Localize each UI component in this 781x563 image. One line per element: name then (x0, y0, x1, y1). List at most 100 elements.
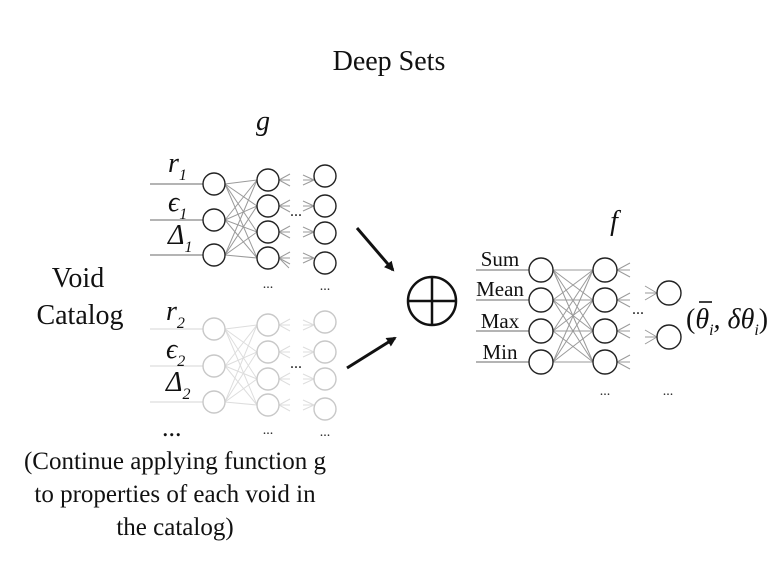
g1-node-layer-2 (256, 194, 280, 218)
g2-edge-stub (302, 351, 315, 358)
g1-edge-stub (278, 179, 291, 187)
catalog-label-line-1: Void (52, 263, 104, 294)
f-function-label: f (610, 206, 621, 237)
g2-edge (224, 328, 258, 380)
f-edge-stub (644, 329, 658, 338)
output-theta-bar: θ (695, 304, 709, 335)
f-edge-stub (616, 299, 631, 308)
void2-input-r-symbol: r (166, 296, 177, 327)
void2-input-delta-symbol: Δ (165, 367, 182, 398)
g1-ellipsis: ... (290, 203, 302, 220)
aggregation-sum: Sum (481, 247, 520, 271)
g1-edge-stub (302, 174, 315, 181)
f-ellipsis: ... (600, 384, 611, 399)
g1-edge (224, 219, 258, 233)
void2-input-r: r2 (166, 296, 185, 332)
g2-edge-stub (278, 318, 291, 326)
f-edge-stub (644, 292, 658, 301)
g2-edge-stub (278, 351, 291, 359)
g1-node-layer-3 (313, 251, 337, 275)
void1-input-r-symbol: r (168, 148, 179, 179)
arrow-from-void2 (346, 336, 397, 370)
g2-node-layer-2 (256, 393, 280, 417)
f-edge-stub (644, 336, 658, 345)
void1-input-delta-symbol: Δ (167, 220, 184, 251)
f-node-layer-2 (592, 257, 618, 283)
f-edge-stub (616, 323, 631, 332)
g2-edge (224, 401, 258, 406)
f-node-layer-1 (528, 257, 554, 283)
g1-edge (224, 179, 258, 185)
f-node-output (656, 280, 682, 306)
g2-node-layer-3 (313, 367, 337, 391)
g1-edge-stub (278, 251, 291, 259)
g2-edge-stub (302, 346, 315, 353)
g1-edge (224, 183, 258, 233)
void1-input-delta-subscript: 1 (184, 239, 192, 256)
f-edge (552, 269, 594, 332)
output-label: (θi, δθi) (686, 304, 768, 339)
output-theta-sub: i (709, 322, 713, 339)
g1-edge-stub (302, 200, 315, 207)
g1-node-layer-2 (256, 168, 280, 192)
g2-edge-stub (302, 399, 315, 406)
void1-input-epsilon-symbol: ϵ (168, 187, 181, 218)
g2-node-layer-1 (202, 317, 226, 341)
void1-input-r: r1 (168, 148, 187, 184)
caption-line-3: the catalog) (116, 514, 234, 541)
f-edge (552, 299, 594, 363)
output-comma-delta-theta: , δθ (714, 304, 755, 335)
g2-ellipsis: ... (263, 423, 274, 438)
f-node-layer-2 (592, 287, 618, 313)
g1-node-layer-3 (313, 164, 337, 188)
g2-node-layer-3 (313, 397, 337, 421)
g2-node-layer-1 (202, 390, 226, 414)
f-ellipsis: ... (663, 384, 674, 399)
f-node-layer-2 (592, 349, 618, 375)
g2-edge (224, 324, 258, 403)
f-edge (552, 330, 594, 363)
caption-line-1: (Continue applying function g (23, 448, 327, 475)
g1-edge-stub (302, 226, 315, 233)
network-g-void-2: ......... (150, 310, 337, 440)
g1-edge (224, 179, 258, 221)
g2-edge (224, 324, 258, 367)
g1-edge-stub (278, 225, 291, 233)
g1-edge (224, 231, 258, 256)
g2-edge (224, 351, 258, 367)
network-g-void-1: ......... (150, 164, 337, 294)
f-node-layer-2 (592, 318, 618, 344)
void1-input-epsilon: ϵ1 (168, 187, 187, 223)
void1-input-delta: Δ1 (167, 220, 192, 256)
g1-edge-stub (278, 199, 291, 207)
g2-ellipsis: ... (320, 425, 331, 440)
direct-sum-icon (406, 275, 458, 327)
g2-node-layer-2 (256, 313, 280, 337)
g1-edge (224, 205, 258, 256)
g2-edge-stub (302, 378, 315, 385)
void2-input-epsilon: ϵ2 (166, 334, 185, 370)
g2-edge-stub (278, 372, 291, 380)
g1-edge-stub (278, 257, 291, 265)
void1-input-epsilon-subscript: 1 (179, 206, 187, 223)
g2-ellipsis: ... (290, 355, 302, 372)
g-function-label: g (256, 106, 270, 137)
f-node-layer-1 (528, 287, 554, 313)
g1-edge-stub (302, 252, 315, 259)
g1-edge-stub (278, 231, 291, 239)
g1-edge (224, 254, 258, 259)
g1-ellipsis: ... (263, 277, 274, 292)
g1-node-layer-2 (256, 246, 280, 270)
g2-edge-stub (278, 345, 291, 353)
g2-node-layer-3 (313, 310, 337, 334)
g2-edge-stub (278, 378, 291, 386)
f-edge-stub (616, 262, 631, 271)
g2-edge-stub (278, 404, 291, 412)
f-edge (552, 269, 594, 363)
catalog-label-line-2: Catalog (36, 300, 123, 331)
f-edge-stub (616, 269, 631, 278)
g1-edge-stub (302, 257, 315, 264)
g2-edge-stub (302, 324, 315, 331)
g2-edge (224, 351, 258, 403)
